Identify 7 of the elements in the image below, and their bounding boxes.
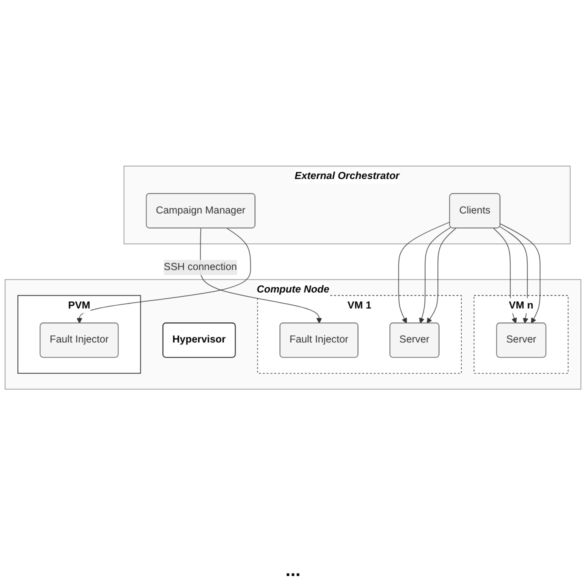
arrow: [398, 222, 450, 324]
arrow: [426, 228, 456, 324]
arrow: [76, 228, 251, 324]
arrow: [419, 226, 452, 324]
edge-label: SSH connection: [164, 262, 237, 272]
ellipsis-label: ...: [285, 560, 300, 580]
arrow: [200, 228, 322, 324]
